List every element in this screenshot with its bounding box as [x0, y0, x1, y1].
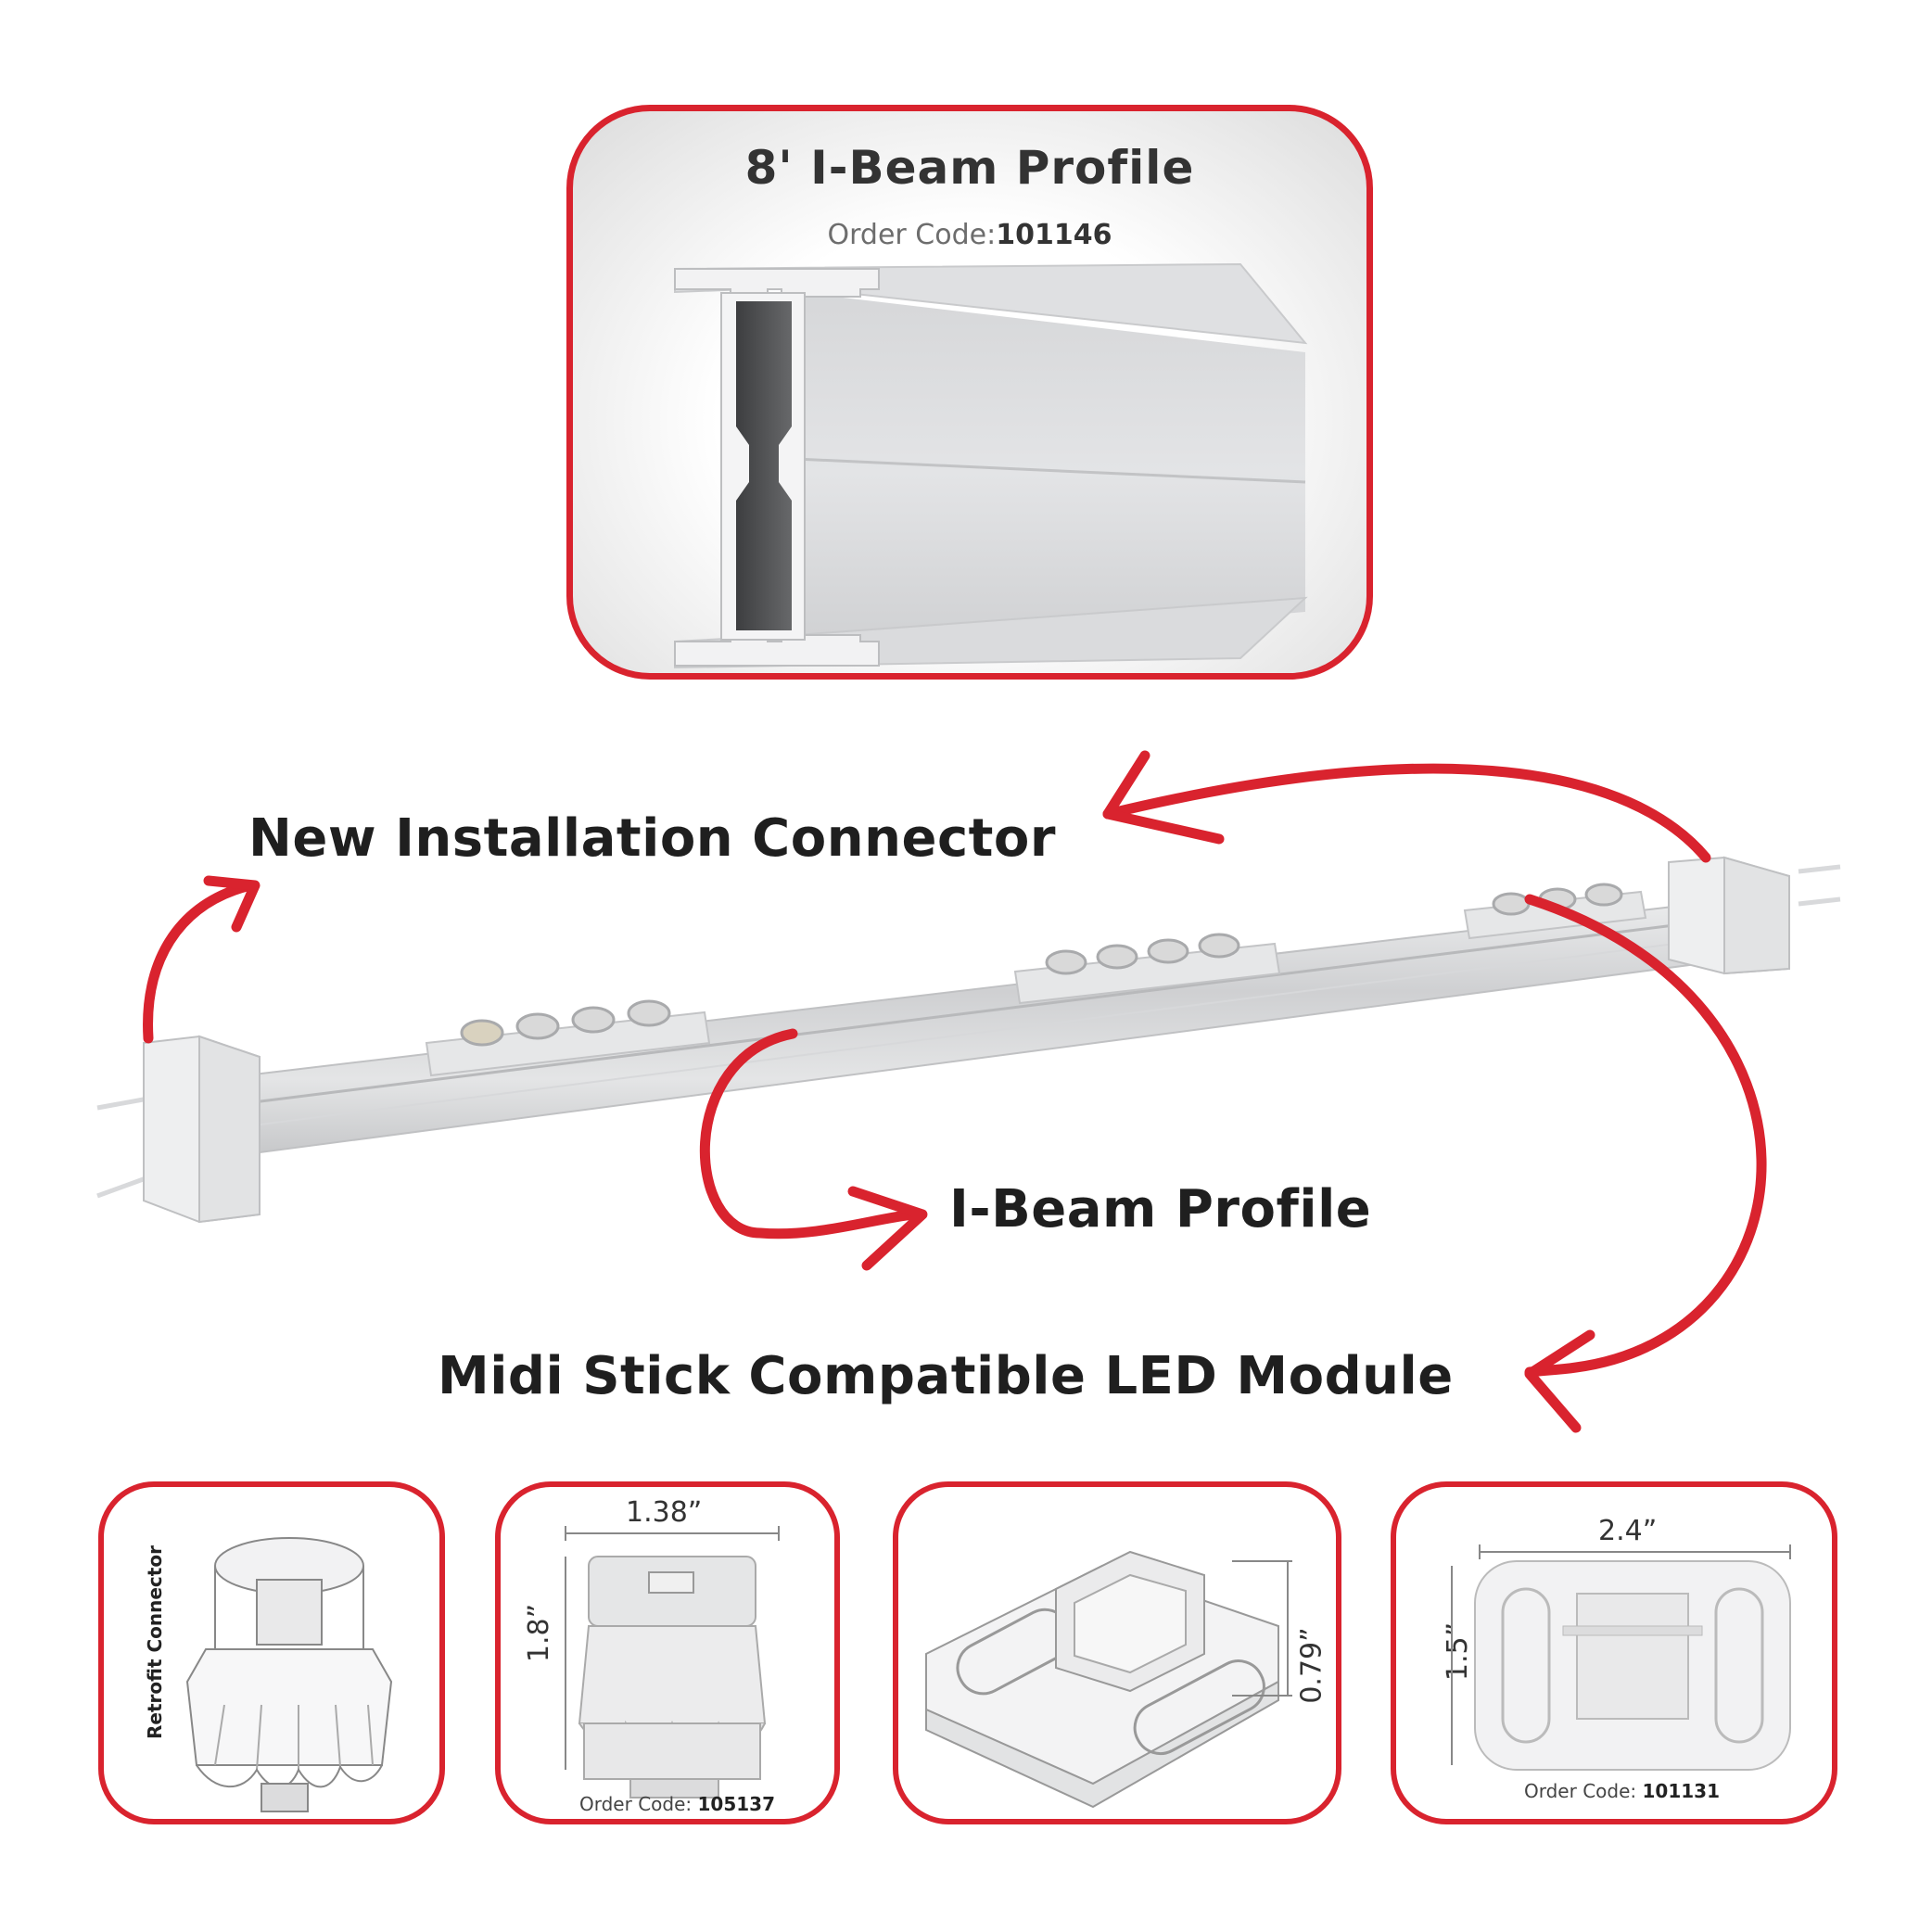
module-width-label: 2.4”: [1598, 1515, 1658, 1547]
retrofit-connector-panel: Retrofit Connector: [98, 1481, 445, 1824]
ibeam-profile-drawing: [674, 262, 1308, 669]
connector-drawing: [565, 1526, 780, 1799]
end-connector-left: [143, 1035, 261, 1224]
led-module-1: [425, 999, 711, 1077]
connector-dimensions-panel: 1.38” 1.8” Order Code: 105137: [495, 1481, 840, 1824]
retrofit-connector-drawing: [185, 1537, 393, 1812]
connector-order-label: Order Code:: [579, 1793, 698, 1815]
module-order-value: 101131: [1642, 1780, 1721, 1802]
ibeam-order-code: Order Code:101146: [573, 219, 1366, 251]
end-connector-right: [1668, 856, 1790, 975]
ibeam-rail: [245, 902, 1697, 1156]
led-module-3: [1463, 883, 1647, 940]
module-order-code: Order Code: 101131: [1524, 1780, 1720, 1802]
arrow-left-connector: [143, 880, 256, 1044]
connector-width-label: 1.38”: [626, 1496, 703, 1529]
ibeam-order-label: Order Code:: [827, 219, 997, 251]
arrow-midi-module: [1524, 894, 1767, 1378]
arrow-ibeam: [699, 1028, 919, 1239]
arrow-right-connector: [1102, 763, 1711, 863]
connector-order-value: 105137: [697, 1793, 776, 1815]
ibeam-profile-label: I-Beam Profile: [949, 1179, 1372, 1239]
connector-order-code: Order Code: 105137: [579, 1793, 775, 1815]
mounting-clip-panel: 0.79”: [893, 1481, 1341, 1824]
led-module-drawing: [1451, 1544, 1791, 1771]
new-installation-connector-label: New Installation Connector: [248, 808, 1056, 869]
wires: [96, 864, 1841, 1199]
led-module-panel: 2.4” 1.5” Order Code: 101131: [1391, 1481, 1837, 1824]
ibeam-profile-panel: 8' I-Beam Profile Order Code:101146: [566, 105, 1373, 680]
mounting-clip-drawing: [925, 1550, 1292, 1809]
ibeam-order-value: 101146: [996, 219, 1112, 251]
midi-stick-module-label: Midi Stick Compatible LED Module: [438, 1346, 1454, 1406]
led-module-2: [1013, 933, 1281, 1005]
ibeam-panel-title: 8' I-Beam Profile: [744, 141, 1195, 195]
module-order-label: Order Code:: [1524, 1780, 1643, 1802]
